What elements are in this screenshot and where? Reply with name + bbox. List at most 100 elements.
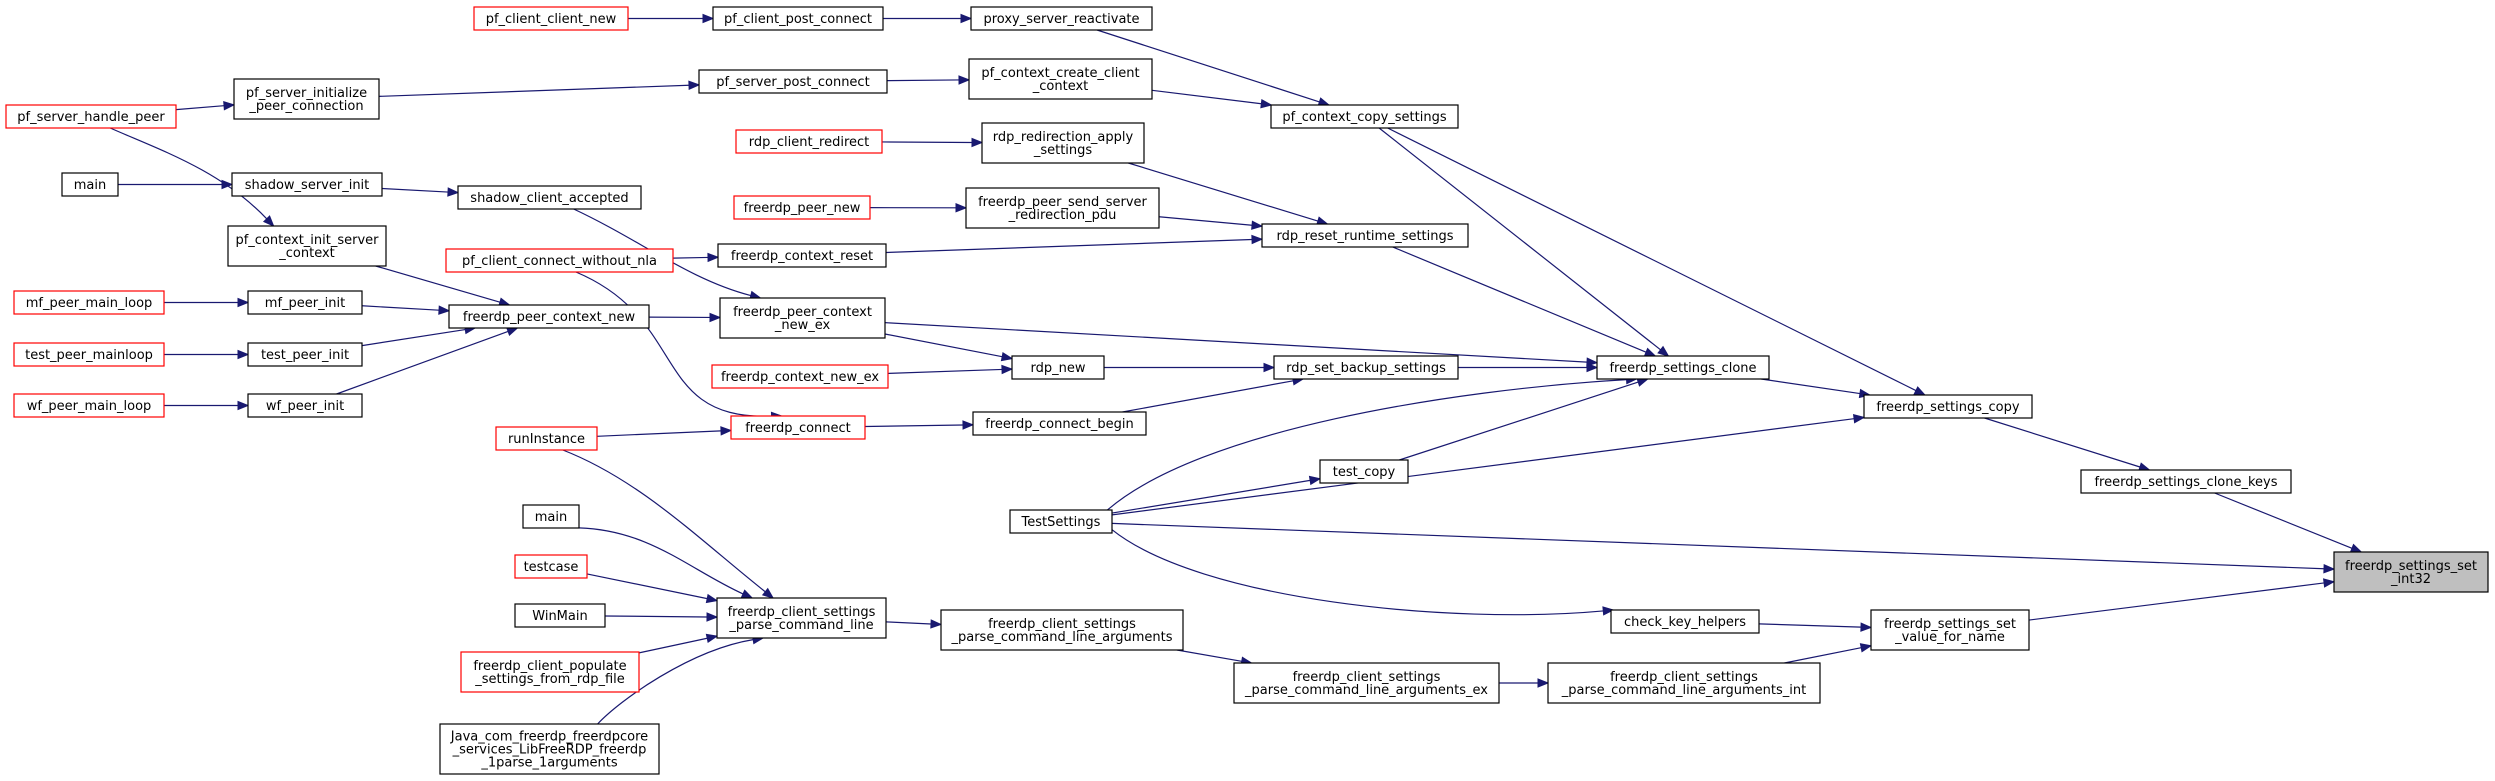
- node-freerdp-peer-new[interactable]: freerdp_peer_new: [733, 195, 871, 220]
- arrowhead-icon: [1251, 234, 1264, 245]
- node-shadow-server-init[interactable]: shadow_server_init: [231, 172, 383, 197]
- edge-rdp_reset_runtime_settings-to-freerdp_settings_clone: [1392, 246, 1657, 357]
- node-label: test_peer_mainloop: [25, 348, 153, 363]
- node-freerdp-connect-begin[interactable]: freerdp_connect_begin: [972, 411, 1147, 436]
- node-wf-peer-init[interactable]: wf_peer_init: [247, 393, 363, 418]
- node-freerdp-context-reset[interactable]: freerdp_context_reset: [717, 243, 887, 268]
- edge-TestSettings-to-freerdp_settings_clone: [1107, 374, 1638, 511]
- node-label: freerdp_peer_new: [744, 201, 861, 216]
- node-rdp-set-backup-settings[interactable]: rdp_set_backup_settings: [1273, 355, 1459, 380]
- node-rdp-new[interactable]: rdp_new: [1011, 355, 1105, 380]
- nodes-layer: pf_client_client_new pf_client_post_conne…: [5, 6, 2489, 775]
- node-pf-context-copy-settings[interactable]: pf_context_copy_settings: [1270, 104, 1459, 129]
- node-java-parse-arguments[interactable]: Java_com_freerdp_freerdpcore_services_Li…: [439, 723, 660, 775]
- node-WinMain[interactable]: WinMain: [514, 603, 606, 628]
- node-box: [1319, 459, 1409, 484]
- node-box: [231, 172, 383, 197]
- arrowhead-icon: [740, 589, 754, 599]
- node-box: [445, 248, 674, 273]
- node-freerdp-client-settings-parse-command-line[interactable]: freerdp_client_settings_parse_command_li…: [716, 597, 887, 639]
- node-label: _settings_from_rdp_file: [474, 672, 625, 687]
- node-label: check_key_helpers: [1624, 615, 1746, 630]
- node-main-1[interactable]: main: [61, 172, 119, 197]
- node-label: freerdp_client_settings: [728, 605, 876, 620]
- node-freerdp-settings-copy[interactable]: freerdp_settings_copy: [1863, 394, 2033, 419]
- edge-runInstance-to-freerdp_client_settings_parse_command_line: [562, 449, 775, 599]
- node-freerdp-settings-clone[interactable]: freerdp_settings_clone: [1596, 355, 1770, 380]
- node-rdp-redirection-apply-settings[interactable]: rdp_redirection_apply_settings: [981, 122, 1145, 164]
- arrowhead-icon: [1001, 364, 1014, 375]
- node-label: shadow_server_init: [245, 178, 370, 193]
- node-pf-server-post-connect[interactable]: pf_server_post_connect: [698, 69, 888, 94]
- edge-line: [2214, 492, 2353, 549]
- node-pf-client-post-connect[interactable]: pf_client_post_connect: [712, 6, 884, 31]
- node-testcase[interactable]: testcase: [514, 554, 588, 579]
- node-box: [711, 364, 889, 389]
- node-proxy-server-reactivate[interactable]: proxy_server_reactivate: [970, 6, 1153, 31]
- node-freerdp-client-populate-settings-from-rdp-file[interactable]: freerdp_client_populate_settings_from_rd…: [460, 651, 640, 693]
- node-pf-context-create-client-context[interactable]: pf_context_create_client_context: [968, 58, 1153, 100]
- node-test-peer-init[interactable]: test_peer_init: [247, 342, 363, 367]
- node-main-2[interactable]: main: [522, 504, 580, 529]
- edge-WinMain-to-freerdp_client_settings_parse_command_line: [604, 612, 719, 622]
- node-box: [1011, 355, 1105, 380]
- node-freerdp-client-settings-parse-command-line-arguments[interactable]: freerdp_client_settings_parse_command_li…: [940, 609, 1184, 651]
- node-shadow-client-accepted[interactable]: shadow_client_accepted: [457, 185, 642, 210]
- node-label: proxy_server_reactivate: [983, 12, 1139, 27]
- node-freerdp-settings-clone-keys[interactable]: freerdp_settings_clone_keys: [2080, 469, 2292, 494]
- node-pf-server-initialize-peer-connection[interactable]: pf_server_initialize_peer_connection: [233, 78, 380, 120]
- node-freerdp-peer-context-new[interactable]: freerdp_peer_context_new: [448, 304, 650, 329]
- node-freerdp-client-settings-parse-command-line-arguments-int[interactable]: freerdp_client_settings_parse_command_li…: [1547, 662, 1821, 704]
- node-freerdp-context-new-ex[interactable]: freerdp_context_new_ex: [711, 364, 889, 389]
- node-pf-server-handle-peer[interactable]: pf_server_handle_peer: [5, 104, 177, 129]
- node-label: _context: [1032, 79, 1089, 94]
- node-rdp-reset-runtime-settings[interactable]: rdp_reset_runtime_settings: [1261, 223, 1469, 248]
- node-test-peer-mainloop[interactable]: test_peer_mainloop: [13, 342, 165, 367]
- edge-rdp_client_redirect-to-rdp_redirection_apply_settings: [881, 137, 984, 148]
- node-freerdp-connect[interactable]: freerdp_connect: [730, 415, 866, 440]
- node-TestSettings[interactable]: TestSettings: [1009, 509, 1113, 534]
- node-label: pf_context_create_client: [981, 66, 1139, 81]
- node-freerdp-settings-set-value-for-name[interactable]: freerdp_settings_set_value_for_name: [1870, 609, 2030, 651]
- edge-line: [375, 265, 501, 303]
- edge-pf_server_initialize_peer_connection-to-pf_server_post_connect: [378, 80, 701, 97]
- node-label: _parse_command_line_arguments_int: [1561, 683, 1806, 698]
- node-check-key-helpers[interactable]: check_key_helpers: [1610, 609, 1760, 634]
- arrowhead-icon: [960, 13, 973, 24]
- node-label: freerdp_settings_clone_keys: [2094, 475, 2277, 490]
- node-freerdp-settings-set-int32[interactable]: freerdp_settings_set_int32: [2333, 551, 2489, 593]
- node-rdp-client-redirect[interactable]: rdp_client_redirect: [735, 129, 883, 154]
- node-mf-peer-init[interactable]: mf_peer_init: [247, 290, 363, 315]
- arrowhead-icon: [1308, 475, 1322, 486]
- node-label: main: [535, 510, 567, 525]
- node-label: _context: [278, 246, 335, 261]
- node-runInstance[interactable]: runInstance: [495, 426, 598, 451]
- node-label: freerdp_client_settings: [988, 617, 1136, 632]
- edge-line: [672, 256, 709, 259]
- arrowhead-icon: [1000, 351, 1014, 362]
- node-box: [1009, 509, 1113, 534]
- node-mf-peer-main-loop[interactable]: mf_peer_main_loop: [13, 290, 165, 315]
- node-box: [13, 290, 165, 315]
- node-pf-context-init-server-context[interactable]: pf_context_init_server_context: [227, 225, 387, 267]
- node-pf-client-client-new[interactable]: pf_client_client_new: [473, 6, 629, 31]
- node-test-copy[interactable]: test_copy: [1319, 459, 1409, 484]
- node-label: shadow_client_accepted: [470, 191, 628, 206]
- node-label: rdp_set_backup_settings: [1286, 361, 1446, 376]
- node-label: _1parse_1arguments: [480, 756, 617, 771]
- node-pf-client-connect-without-nla[interactable]: pf_client_connect_without_nla: [445, 248, 674, 273]
- node-box: [247, 290, 363, 315]
- edge-freerdp_settings_clone_keys-to-freerdp_settings_set_int32: [2214, 492, 2363, 553]
- node-box: [733, 195, 871, 220]
- arrowhead-icon: [1586, 362, 1599, 373]
- node-freerdp-client-settings-parse-command-line-arguments-ex[interactable]: freerdp_client_settings_parse_command_li…: [1233, 662, 1500, 704]
- arrowhead-icon: [706, 612, 719, 622]
- node-label: freerdp_settings_copy: [1876, 400, 2019, 415]
- node-label: pf_context_init_server: [235, 233, 379, 248]
- edge-line: [1387, 127, 1917, 392]
- node-box: [981, 122, 1145, 164]
- node-freerdp-peer-send-server-redirection-pdu[interactable]: freerdp_peer_send_server_redirection_pdu: [965, 187, 1160, 229]
- arrowhead-icon: [505, 327, 519, 337]
- node-freerdp-peer-context-new-ex[interactable]: freerdp_peer_context_new_ex: [719, 297, 886, 339]
- node-wf-peer-main-loop[interactable]: wf_peer_main_loop: [13, 393, 165, 418]
